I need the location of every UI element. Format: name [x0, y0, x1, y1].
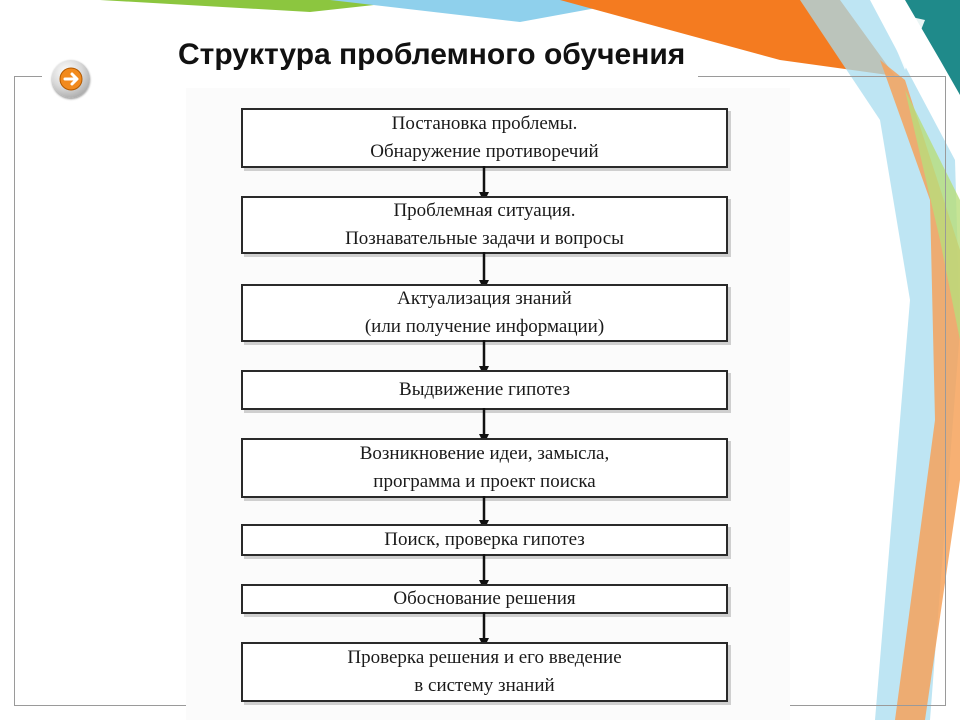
teal-corner	[905, 0, 960, 95]
step-text-line: Возникновение идеи, замысла,	[359, 442, 610, 464]
flowchart-step-5: Возникновение идеи, замысла, программа и …	[241, 438, 728, 498]
step-text-line: Обнаружение противоречий	[370, 141, 599, 162]
step-text-line: Проблемная ситуация.	[393, 199, 576, 221]
flowchart-step-7: Обоснование решения	[241, 584, 728, 614]
slide-title: Структура проблемного обучения	[178, 38, 686, 71]
arrow-right-icon	[59, 67, 83, 91]
right-lime-band	[905, 90, 960, 340]
flowchart-step-2: Проблемная ситуация. Познавательные задач…	[241, 196, 728, 254]
flowchart-step-8: Проверка решения и его введение в систему…	[241, 642, 728, 702]
step-text-line: Выдвижение гипотез	[399, 378, 570, 400]
flowchart-step-1: Постановка проблемы. Обнаружение противор…	[241, 108, 728, 168]
step-text-line: Актуализация знаний	[397, 287, 572, 309]
flowchart-step-6: Поиск, проверка гипотез	[241, 524, 728, 556]
frame-left	[14, 76, 15, 706]
flowchart-step-3: Актуализация знаний (или получение информ…	[241, 284, 728, 342]
step-text-line: (или получение информации)	[364, 316, 605, 337]
step-text-line: программа и проект поиска	[373, 471, 596, 492]
step-text-line: Постановка проблемы.	[391, 112, 578, 134]
diagram-panel: Постановка проблемы. Обнаружение противор…	[186, 88, 790, 720]
lime-stripe	[100, 0, 420, 12]
flowchart-step-4: Выдвижение гипотез	[241, 370, 728, 410]
light-blue-stripe	[330, 0, 640, 22]
next-slide-button[interactable]	[52, 60, 90, 98]
step-text-line: Проверка решения и его введение	[347, 646, 622, 668]
step-text-line: Познавательные задачи и вопросы	[345, 228, 624, 249]
frame-top-right	[698, 76, 946, 77]
step-text-line: Поиск, проверка гипотез	[384, 528, 585, 550]
frame-top-left	[14, 76, 42, 77]
white-corner-shard	[880, 10, 925, 70]
step-text-line: Обоснование решения	[393, 587, 576, 609]
frame-right	[945, 76, 946, 706]
orange-stripe	[560, 0, 895, 76]
step-text-line: в систему знаний	[414, 675, 555, 696]
